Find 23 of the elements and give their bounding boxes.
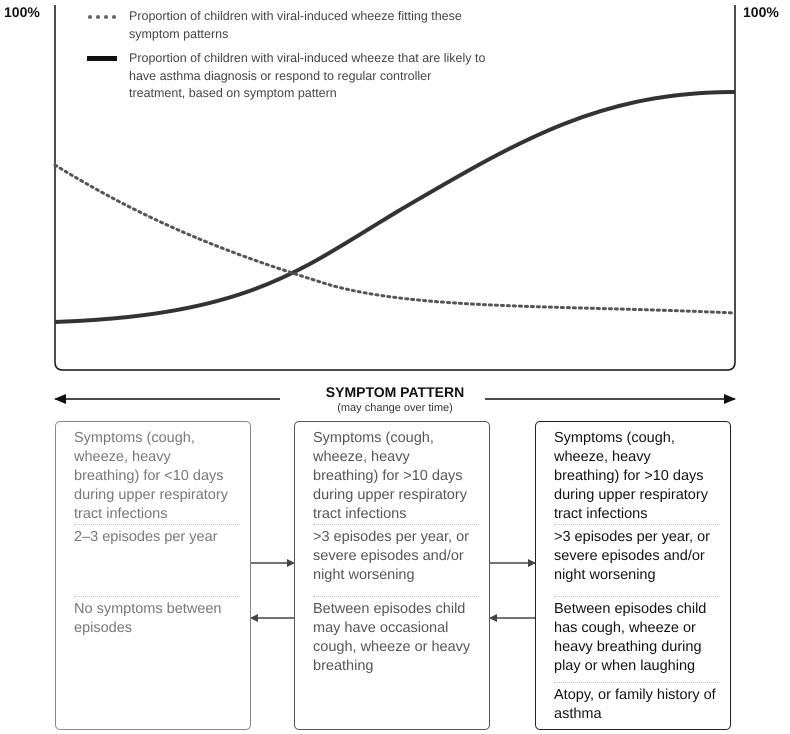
symptom-text: Between episodes child may have occasional cough, wheeze or heavy breathing [313, 596, 479, 696]
symptom-text: Symptoms (cough, wheeze, heavy breathing) for >10 days during upper respiratory tract infections [313, 429, 468, 524]
legend-text: Proportion of children with viral-induced wheeze that are likely to have asthma diagnosis or respond to regular controller treatment, based on symptom pattern [129, 50, 486, 102]
axis-label: 100% [743, 4, 780, 20]
symptom-text: >3 episodes per year, or severe episodes and/or night worsening [313, 524, 479, 596]
symptom-text: Symptoms (cough, wheeze, heavy breathing) for <10 days during upper respiratory tract infections [74, 429, 229, 524]
symptom-box [535, 421, 731, 730]
symptom-text: 2–3 episodes per year [74, 524, 240, 596]
arrow [489, 614, 535, 622]
symptom-text: Between episodes child has cough, wheeze or heavy breathing during play or when laughing [554, 596, 720, 682]
arrow [250, 614, 294, 622]
symptom-text: Atopy, or family history of asthma [554, 682, 720, 734]
symptom-text: >3 episodes per year, or severe episodes and/or night worsening [554, 524, 720, 596]
symptom-text: Symptoms (cough, wheeze, heavy breathing) for >10 days during upper respiratory tract infections [554, 429, 709, 524]
symptom-text: No symptoms between episodes [74, 596, 240, 676]
axis-label: 100% [4, 4, 41, 20]
legend-text: Proportion of children with viral-induced wheeze fitting these symptom patterns [129, 8, 463, 43]
symptom-box [294, 421, 490, 730]
symptom-box [55, 421, 251, 730]
section-note: (may change over time) [336, 402, 454, 414]
arrow [251, 559, 295, 567]
section-heading: SYMPTOM PATTERN [324, 384, 466, 400]
arrow [490, 559, 536, 567]
